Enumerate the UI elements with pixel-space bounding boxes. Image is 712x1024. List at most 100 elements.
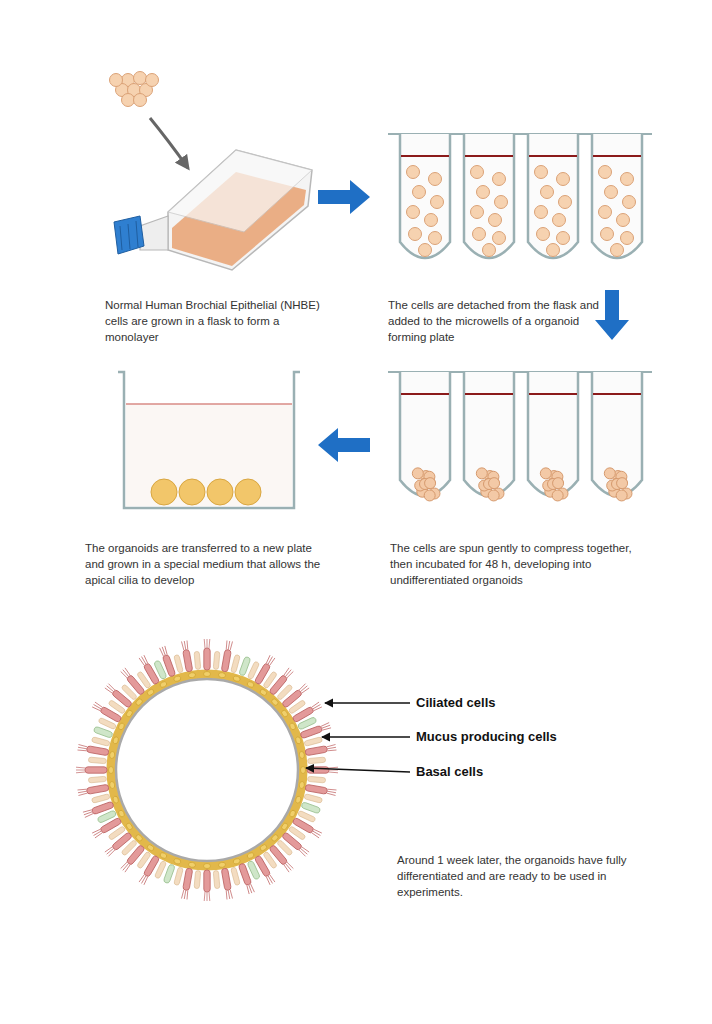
ciliated-cell bbox=[183, 868, 193, 891]
basal-cell bbox=[109, 767, 114, 774]
cilium bbox=[108, 850, 115, 856]
basal-layer bbox=[111, 674, 303, 866]
cilium bbox=[327, 788, 336, 790]
epithelial-cell bbox=[105, 832, 133, 857]
cell bbox=[412, 468, 423, 479]
support-cell bbox=[194, 870, 201, 888]
step-caption: The cells are spun gently to compress to… bbox=[390, 540, 652, 588]
cilium bbox=[78, 749, 87, 751]
epithelial-cell bbox=[194, 870, 201, 888]
cilium bbox=[225, 641, 227, 650]
cell bbox=[617, 214, 630, 227]
epithelial-cell bbox=[221, 868, 233, 900]
basal-cell bbox=[289, 722, 297, 731]
ciliated-cell bbox=[91, 801, 114, 815]
cilium bbox=[207, 639, 208, 648]
epithelial-cell bbox=[120, 845, 145, 873]
cell bbox=[605, 186, 618, 199]
cell bbox=[473, 228, 486, 241]
microwell-plate bbox=[388, 134, 652, 258]
microwell bbox=[464, 134, 514, 258]
cilium bbox=[76, 770, 85, 771]
microwell bbox=[400, 134, 450, 258]
cell bbox=[616, 490, 627, 501]
cell bbox=[621, 173, 634, 186]
epithelial-cell bbox=[159, 646, 176, 677]
step-arrow bbox=[318, 180, 370, 214]
medium-level bbox=[465, 393, 513, 395]
basal-cell bbox=[246, 681, 255, 689]
cilium bbox=[327, 793, 336, 795]
cell bbox=[419, 244, 432, 257]
cell bbox=[535, 166, 548, 179]
cilium bbox=[143, 877, 148, 885]
cilium bbox=[327, 749, 336, 751]
cilium bbox=[204, 639, 206, 648]
microwell bbox=[400, 372, 450, 496]
ciliated-cell bbox=[204, 648, 210, 670]
cell bbox=[409, 228, 422, 241]
microwell bbox=[464, 372, 514, 496]
epithelial-cell bbox=[91, 737, 110, 747]
step-caption: The cells are detached from the flask an… bbox=[388, 297, 620, 345]
cilium bbox=[209, 639, 211, 648]
cilium bbox=[95, 702, 103, 707]
cilium bbox=[84, 812, 92, 815]
cilium bbox=[139, 658, 144, 666]
medium-level bbox=[401, 155, 449, 157]
epithelial-cell bbox=[181, 868, 193, 900]
support-cell bbox=[231, 654, 241, 673]
cilium bbox=[107, 848, 114, 854]
support-cell bbox=[194, 651, 201, 669]
cilium bbox=[228, 890, 230, 899]
cilium bbox=[92, 829, 100, 834]
cilium bbox=[230, 890, 232, 899]
ciliated-cell bbox=[183, 649, 193, 672]
cilium bbox=[287, 671, 293, 678]
cilium bbox=[121, 671, 127, 678]
cell bbox=[146, 74, 159, 87]
cilium bbox=[322, 727, 331, 731]
basal-cell bbox=[112, 796, 119, 804]
cell bbox=[557, 173, 570, 186]
epithelial-cell bbox=[305, 744, 337, 756]
epithelial-cell bbox=[77, 744, 109, 756]
cell bbox=[557, 232, 570, 245]
cilium bbox=[164, 646, 168, 655]
cell-cluster bbox=[110, 72, 159, 107]
basal-cell bbox=[159, 852, 168, 860]
support-cell bbox=[231, 867, 241, 886]
callout-label: Basal cells bbox=[416, 764, 616, 780]
cell bbox=[477, 186, 490, 199]
step-arrow bbox=[595, 290, 629, 340]
organoid-cross-section bbox=[76, 639, 338, 901]
epithelial-cell bbox=[77, 784, 109, 796]
cilium bbox=[311, 833, 319, 838]
cilium bbox=[204, 892, 206, 901]
step-caption: Around 1 week later, the organoids have … bbox=[397, 852, 647, 900]
cell bbox=[483, 244, 496, 257]
epithelial-cell bbox=[213, 651, 220, 669]
cell bbox=[493, 173, 506, 186]
cilium bbox=[92, 706, 100, 711]
cilium bbox=[285, 670, 291, 677]
cilium bbox=[142, 876, 147, 884]
microwell bbox=[592, 134, 642, 258]
leader-line bbox=[322, 736, 410, 737]
cilium bbox=[123, 863, 129, 870]
cell bbox=[122, 94, 135, 107]
medium-level bbox=[529, 155, 577, 157]
cell bbox=[429, 173, 442, 186]
cilium bbox=[314, 829, 322, 834]
cilium bbox=[300, 686, 307, 692]
cell bbox=[617, 478, 628, 489]
epithelial-cell bbox=[76, 767, 107, 773]
microwell bbox=[528, 372, 578, 496]
cilium bbox=[108, 684, 115, 690]
basal-cell bbox=[159, 681, 168, 689]
cilium bbox=[207, 892, 208, 901]
ciliated-cell bbox=[305, 746, 328, 756]
cilium bbox=[181, 890, 183, 899]
epithelial-cell bbox=[204, 639, 210, 670]
cilium bbox=[225, 890, 227, 899]
